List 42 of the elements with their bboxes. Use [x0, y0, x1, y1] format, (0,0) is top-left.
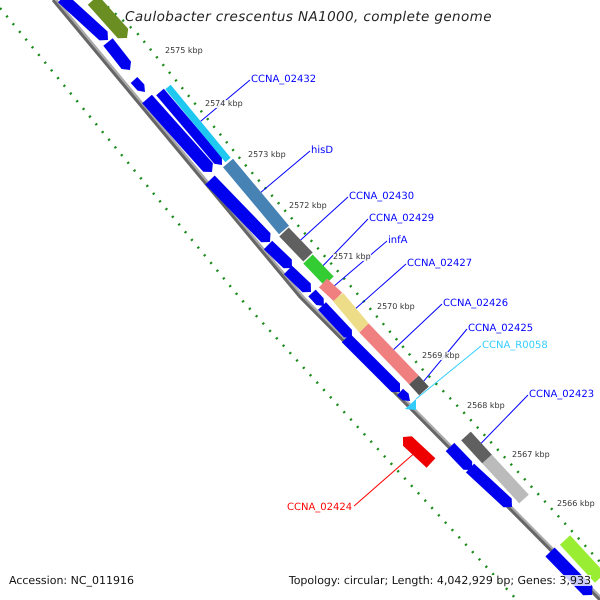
- scale-label: 2575 kbp: [165, 47, 203, 55]
- gene-marker: [405, 399, 416, 410]
- leader-line: [356, 264, 406, 309]
- scale-label: 2572 kbp: [289, 202, 327, 210]
- gene-bar: [223, 158, 289, 234]
- gene-label: CCNA_02432: [251, 75, 316, 85]
- gene-bar: [279, 228, 313, 262]
- gene-label: CCNA_02425: [468, 324, 534, 334]
- gene-bar: [359, 324, 419, 384]
- gene-label: CCNA_02430: [349, 192, 414, 202]
- gene-bar: [409, 376, 429, 396]
- scale-label: 2566 kbp: [557, 500, 595, 508]
- scale-label: 2570 kbp: [377, 303, 415, 311]
- gene-label: CCNA_02423: [529, 390, 594, 400]
- leader-line: [300, 196, 348, 240]
- gene-bar: [303, 254, 334, 286]
- gene-bar: [333, 292, 369, 332]
- scale-label: 2573 kbp: [248, 151, 286, 159]
- gene-bar: [461, 432, 492, 464]
- gene-label: infA: [388, 236, 408, 246]
- leader-line: [322, 218, 368, 266]
- scale-label: 2574 kbp: [205, 100, 243, 108]
- scale-label: 2567 kbp: [512, 451, 550, 459]
- leader-line: [354, 454, 414, 506]
- leader-line: [260, 150, 310, 193]
- leader-line: [480, 394, 528, 444]
- scale-label: 2568 kbp: [467, 402, 505, 410]
- gene-label: CCNA_R0058: [482, 341, 548, 351]
- gene-label: CCNA_02429: [369, 214, 434, 224]
- scale-label: 2569 kbp: [422, 352, 460, 360]
- leader-line: [416, 346, 482, 400]
- leader-line: [334, 240, 388, 286]
- gene-label: CCNA_02427: [407, 259, 472, 269]
- gene-label: hisD: [311, 146, 334, 156]
- info-text: Accession: NC_011916: [9, 575, 134, 586]
- gene-label: CCNA_02424: [287, 503, 352, 513]
- gene-label: CCNA_02426: [443, 299, 508, 309]
- map-title: Caulobacter crescentus NA1000, complete genome: [125, 11, 492, 24]
- gene-bar: [403, 436, 436, 468]
- leader-line: [393, 304, 442, 350]
- scale-label: 2571 kbp: [333, 253, 371, 261]
- info-text: Topology: circular; Length: 4,042,929 bp; Genes: 3,933: [288, 575, 591, 586]
